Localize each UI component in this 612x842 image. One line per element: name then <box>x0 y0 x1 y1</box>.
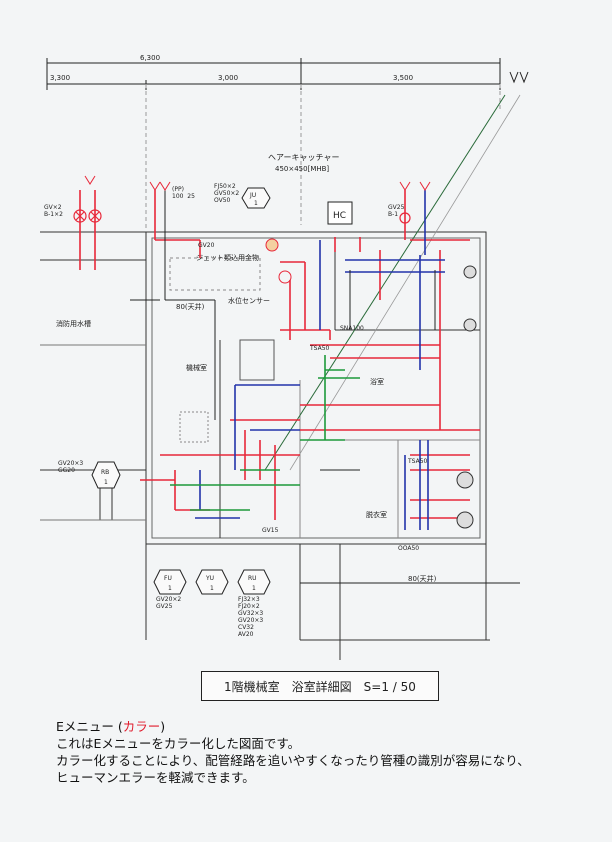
equip-ru-num: 1 <box>252 585 256 592</box>
vent-caps <box>84 175 431 191</box>
label-fj-block: FJ50×2 GV50×2 OV50 <box>214 183 240 204</box>
label-sna100: SNA100 <box>340 325 364 332</box>
equipment-hex <box>91 187 271 595</box>
label-gv20x3: GV20×3 GG20 <box>58 460 84 474</box>
label-ceiling-b: 80(天井) <box>408 574 437 583</box>
drawing-title: 1階機械室 浴室詳細図 S=1 / 50 <box>201 671 439 701</box>
label-gv20: GV20 <box>198 242 215 249</box>
label-tsa50a: TSA50 <box>309 345 330 352</box>
dim-3: 3,500 <box>393 74 413 82</box>
diagonal-guide <box>264 94 506 471</box>
hair-catcher-code: HC <box>333 211 346 221</box>
equip-fu-code: FU <box>164 575 172 582</box>
caption-line-4: ヒューマンエラーを軽減できます。 <box>56 770 255 785</box>
room-machine: 機械室 <box>186 363 207 372</box>
drain-piping <box>170 355 360 511</box>
label-gv25-b1: GV25 B-1 <box>388 204 405 218</box>
label-pp: (PP) 100 25 <box>172 186 195 200</box>
vent-lines <box>130 190 520 584</box>
machine-hatch-2 <box>179 411 209 443</box>
label-fu-list: GV20×2 GV25 <box>156 596 182 610</box>
label-ooa50: OOA50 <box>398 545 419 552</box>
equip-yu-num: 1 <box>210 585 214 592</box>
caption-line-1: Eメニュー (カラー) <box>56 719 166 734</box>
dim-2: 3,000 <box>218 74 238 82</box>
caption-line-3: カラー化することにより、配管経路を追いやすくなったり管種の識別が容易になり、 <box>56 753 530 768</box>
dimension-lines <box>46 58 501 230</box>
label-ru-list: FJ32×3 FJ20×2 GV32×3 GV20×3 CV32 AV20 <box>238 596 264 638</box>
hair-catcher-label: ヘアーキャッチャー <box>268 153 339 162</box>
caption: Eメニュー (カラー) これはEメニューをカラー化した図面です。 カラー化するこ… <box>56 718 596 786</box>
equip-ju-code: JU <box>249 192 256 199</box>
label-water-sensor: 水位センサー <box>228 296 270 305</box>
dim-1: 3,300 <box>50 74 70 82</box>
label-gv-b1-left: GV×2 B-1×2 <box>44 204 63 218</box>
cold-water-piping <box>195 190 445 530</box>
label-ceiling-a: 80(天井) <box>176 302 205 311</box>
equip-ru-code: RU <box>248 575 257 582</box>
room-bath: 浴室 <box>370 377 384 386</box>
equip-rb-num: 1 <box>104 479 108 486</box>
label-tsa50b: TSA50 <box>407 458 428 465</box>
pump-symbols <box>265 238 477 529</box>
equip-rb-code: RB <box>101 469 109 476</box>
machine-box <box>239 339 275 381</box>
hair-catcher-size: 450×450[MHB] <box>275 165 329 173</box>
valve-markers <box>73 209 411 224</box>
dim-total: 6,300 <box>140 54 160 62</box>
equip-ju-num: 1 <box>254 200 258 207</box>
room-dressing: 脱衣室 <box>366 510 387 519</box>
label-gv15: GV15 <box>262 527 279 534</box>
room-fire-tank: 消防用水槽 <box>56 319 91 328</box>
equip-yu-code: YU <box>205 575 214 582</box>
caption-line-2: これはEメニューをカラー化した図面です。 <box>56 736 301 751</box>
machine-hatch-1 <box>169 257 261 291</box>
label-jet-fitting: ジェット類込用金物 <box>196 253 259 262</box>
hair-catcher-box <box>327 201 353 225</box>
equip-fu-num: 1 <box>168 585 172 592</box>
